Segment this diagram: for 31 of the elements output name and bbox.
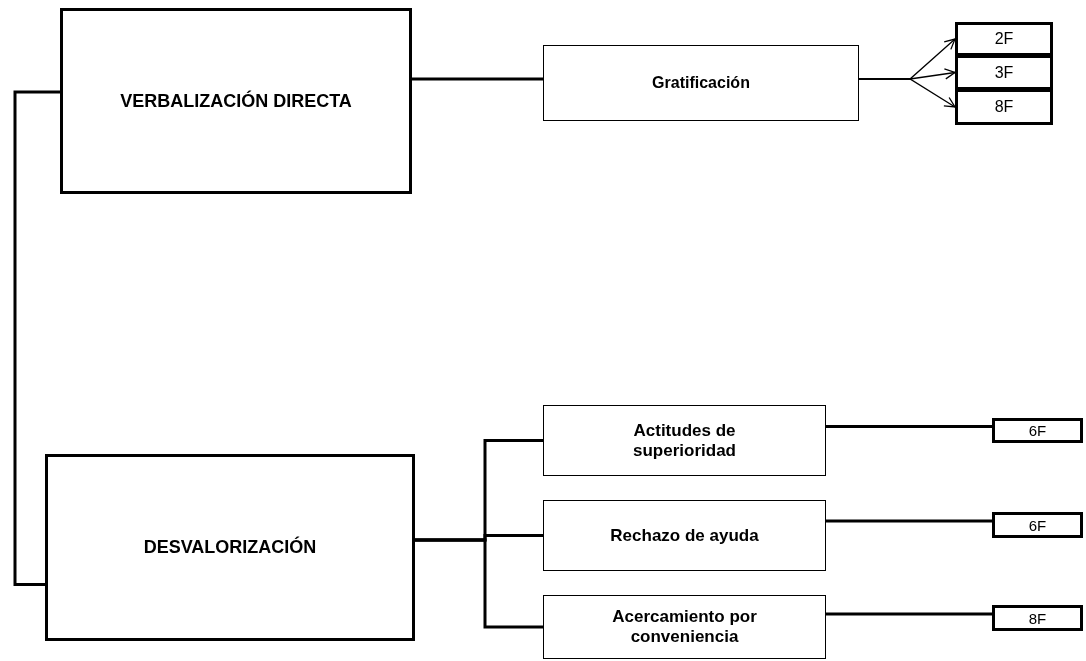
arrow [858, 78, 956, 108]
node-label: 8F [1028, 609, 1047, 627]
connector-line [13, 90, 60, 586]
connector-line [826, 612, 992, 616]
connector-line [826, 425, 992, 428]
node-label: 8F [994, 98, 1014, 116]
code-box [955, 55, 1053, 90]
connector-line [826, 519, 992, 523]
node-label: VERBALIZACIÓN DIRECTA [120, 90, 352, 112]
node-label: 3F [994, 63, 1014, 82]
code-box [992, 418, 1083, 443]
node-label: Acercamiento por conveniencia [611, 607, 758, 647]
node-label: 2F [994, 30, 1014, 48]
code-box [955, 89, 1053, 125]
code-box [992, 605, 1083, 631]
connector-line [412, 77, 543, 81]
subcategory-box [543, 405, 826, 476]
node-label: Gratificación [652, 74, 750, 92]
code-box [992, 512, 1083, 538]
node-label: Actitudes de superioridad [632, 420, 737, 461]
category-box [60, 8, 412, 194]
connector-line [415, 538, 543, 629]
node-label: 6F [1028, 516, 1047, 534]
node-label: Rechazo de ayuda [610, 525, 759, 546]
subcategory-box [543, 45, 859, 121]
code-box [955, 22, 1053, 56]
category-box [45, 454, 415, 641]
subcategory-box [543, 500, 826, 571]
node-label: DESVALORIZACIÓN [143, 537, 317, 558]
subcategory-box [543, 595, 826, 659]
node-label: 6F [1028, 422, 1047, 439]
